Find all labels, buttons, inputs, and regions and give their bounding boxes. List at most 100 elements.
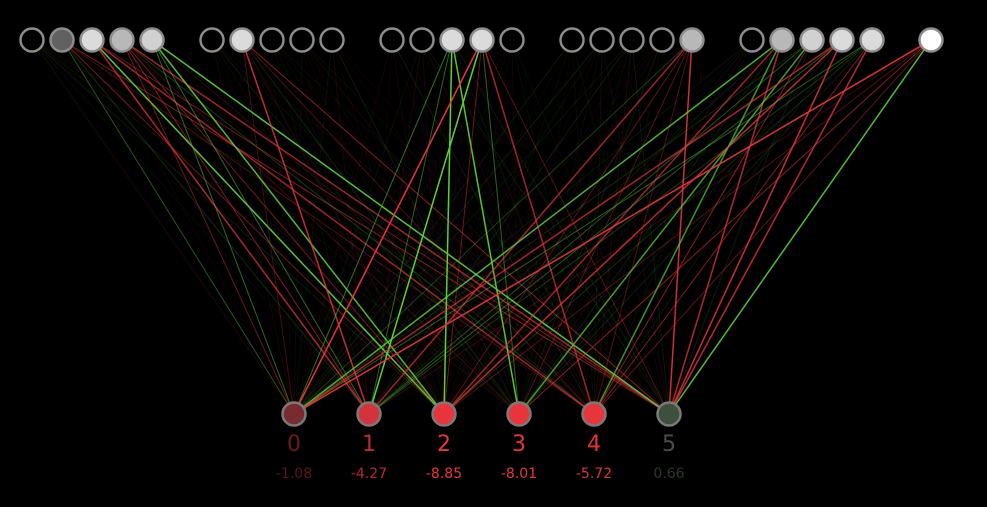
connection-line xyxy=(301,39,520,415)
output-index-label: 2 xyxy=(437,432,451,457)
connection-line xyxy=(443,39,663,415)
connection-line xyxy=(293,39,813,415)
connection-line xyxy=(293,39,333,415)
input-node xyxy=(199,27,225,53)
connection-line xyxy=(518,39,873,415)
connection-line xyxy=(368,39,423,415)
input-node xyxy=(589,27,615,53)
connection-line xyxy=(241,39,295,415)
connection-line xyxy=(511,39,670,415)
output-index-label: 3 xyxy=(512,432,526,457)
connection-line xyxy=(241,39,520,415)
input-node xyxy=(559,27,585,53)
connection-line xyxy=(511,39,595,415)
output-value-label: -8.85 xyxy=(426,466,462,482)
connection-line xyxy=(293,39,633,415)
connection-line xyxy=(151,39,370,415)
output-node-5 xyxy=(656,401,682,427)
connection-line xyxy=(368,39,753,415)
input-node xyxy=(829,27,855,53)
connection-line xyxy=(601,39,670,415)
connection-line xyxy=(241,39,670,415)
connection-line xyxy=(481,39,670,415)
connection-line xyxy=(571,39,670,415)
connection-line xyxy=(443,39,573,415)
connection-line xyxy=(293,39,783,415)
connection-line xyxy=(293,39,573,415)
output-index-label: 0 xyxy=(287,432,301,457)
connection-line xyxy=(151,39,445,415)
connection-line xyxy=(293,39,513,415)
connection-line xyxy=(368,39,453,415)
connection-line xyxy=(331,39,595,415)
input-layer xyxy=(19,27,944,53)
connection-line xyxy=(61,39,445,415)
connection-line xyxy=(151,39,520,415)
connection-line xyxy=(518,39,753,415)
connection-line xyxy=(293,39,873,415)
input-node xyxy=(289,27,315,53)
connection-line xyxy=(293,39,843,415)
connection-line xyxy=(241,39,370,415)
connection-line xyxy=(368,39,633,415)
output-node-4 xyxy=(581,401,607,427)
connection-line xyxy=(271,39,520,415)
input-node xyxy=(439,27,465,53)
connection-line xyxy=(271,39,670,415)
connection-line xyxy=(271,39,295,415)
connection-line xyxy=(293,39,393,415)
connection-line xyxy=(421,39,520,415)
connection-line xyxy=(293,39,663,415)
connection-line xyxy=(368,39,873,415)
output-index-label: 1 xyxy=(362,432,376,457)
output-value-label: -8.01 xyxy=(501,466,537,482)
connection-line xyxy=(451,39,670,415)
connection-line xyxy=(443,39,513,415)
connection-line xyxy=(668,39,693,415)
connection-line xyxy=(668,39,873,415)
connection-line xyxy=(368,39,393,415)
output-index-label: 4 xyxy=(587,432,601,457)
connection-line xyxy=(368,39,693,415)
connection-line xyxy=(518,39,603,415)
connection-line xyxy=(151,39,295,415)
connection-line xyxy=(368,39,483,415)
connection-line xyxy=(293,39,753,415)
bias-node xyxy=(918,27,944,53)
connection-line xyxy=(121,39,670,415)
connection-line xyxy=(271,39,370,415)
connection-line xyxy=(511,39,520,415)
input-node xyxy=(229,27,255,53)
output-value-label: -1.08 xyxy=(276,466,312,482)
connection-line xyxy=(518,39,783,415)
input-node xyxy=(859,27,885,53)
output-value-label: -5.72 xyxy=(576,466,612,482)
connection-line xyxy=(211,39,595,415)
connection-line xyxy=(368,39,603,415)
connection-line xyxy=(331,39,370,415)
input-node xyxy=(139,27,165,53)
connection-line xyxy=(391,39,445,415)
connection-line xyxy=(121,39,370,415)
connection-line xyxy=(518,39,843,415)
input-node xyxy=(499,27,525,53)
connection-line xyxy=(518,39,932,415)
input-node xyxy=(739,27,765,53)
connection-line xyxy=(668,39,932,415)
input-node xyxy=(409,27,435,53)
connection-line xyxy=(271,39,595,415)
connection-line xyxy=(593,39,603,415)
connection-line xyxy=(443,39,873,415)
connection-line xyxy=(443,39,932,415)
connection-line xyxy=(211,39,295,415)
input-node xyxy=(379,27,405,53)
connection-line xyxy=(593,39,932,415)
output-node-2 xyxy=(431,401,457,427)
connection-line xyxy=(211,39,370,415)
connection-line xyxy=(293,39,453,415)
connection-line xyxy=(593,39,843,415)
input-node xyxy=(319,27,345,53)
connection-line xyxy=(91,39,670,415)
connection-line xyxy=(518,39,813,415)
